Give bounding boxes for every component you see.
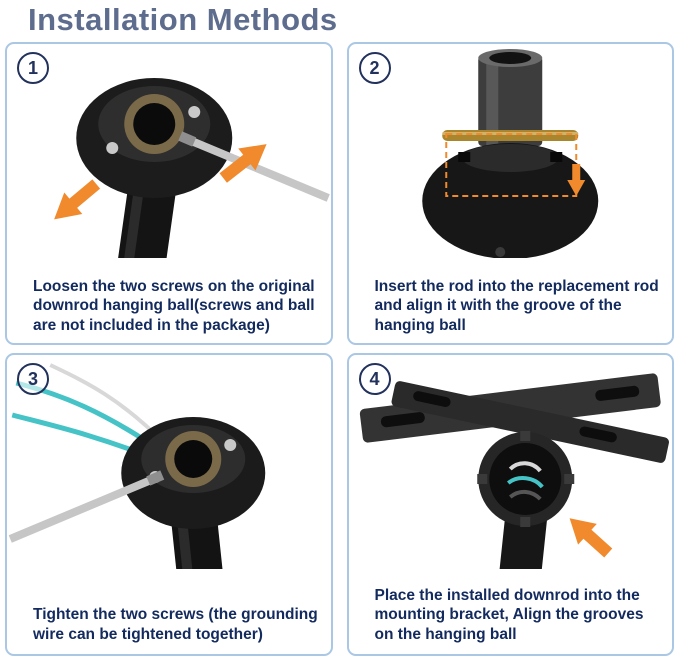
rod-insert-alignment-photo <box>349 46 673 258</box>
alignment-dashed-lines <box>444 133 585 197</box>
step-caption: Place the installed downrod into the mou… <box>374 586 644 644</box>
screw-right <box>188 106 201 118</box>
hanging-ball-in-bracket <box>476 431 574 527</box>
step-panel-1: 1 <box>5 42 333 345</box>
step-number-badge: 3 <box>17 363 49 395</box>
step-panel-3: 3 <box>5 353 333 656</box>
arrow-right-icon <box>219 144 267 183</box>
step-caption: Loosen the two screws on the original do… <box>33 277 315 335</box>
screwdriver-icon <box>8 470 165 543</box>
step-number: 3 <box>27 368 38 389</box>
hanging-ball <box>121 417 266 529</box>
downrod-ball-screwdriver-photo <box>7 46 331 258</box>
hanging-ball <box>76 78 233 198</box>
step-panel-4: 4 <box>346 353 674 656</box>
arrow-icon <box>569 518 612 558</box>
step-panel-2: 2 <box>346 42 674 345</box>
ball-screw <box>494 247 505 257</box>
step-caption: Tighten the two screws (the grounding wi… <box>33 606 318 644</box>
brass-pin <box>441 130 578 141</box>
downrod <box>498 512 547 569</box>
steps-grid: 1 <box>0 42 679 656</box>
step-number-badge: 2 <box>358 52 391 84</box>
step-number-badge: 4 <box>358 363 391 395</box>
step-number: 4 <box>369 368 380 389</box>
step-caption: Insert the rod into the replacement rod … <box>374 277 659 335</box>
teal-wire <box>506 476 544 489</box>
alignment-arrow-icon <box>566 164 585 196</box>
mounting-bracket <box>359 373 669 463</box>
mounting-bracket-downrod-photo <box>349 357 673 569</box>
replacement-rod <box>477 49 542 146</box>
step-number: 1 <box>27 57 38 78</box>
screw-left <box>106 142 119 154</box>
black-wire <box>508 490 542 501</box>
white-wire <box>508 461 542 473</box>
page-title: Installation Methods <box>28 2 338 37</box>
arrow-left-icon <box>54 179 101 220</box>
tighten-screws-grounding-wire-photo <box>7 357 331 569</box>
hanging-ball <box>421 143 598 258</box>
step-number: 2 <box>369 57 380 78</box>
step-number-badge: 1 <box>17 52 49 84</box>
screw-right <box>224 439 237 451</box>
